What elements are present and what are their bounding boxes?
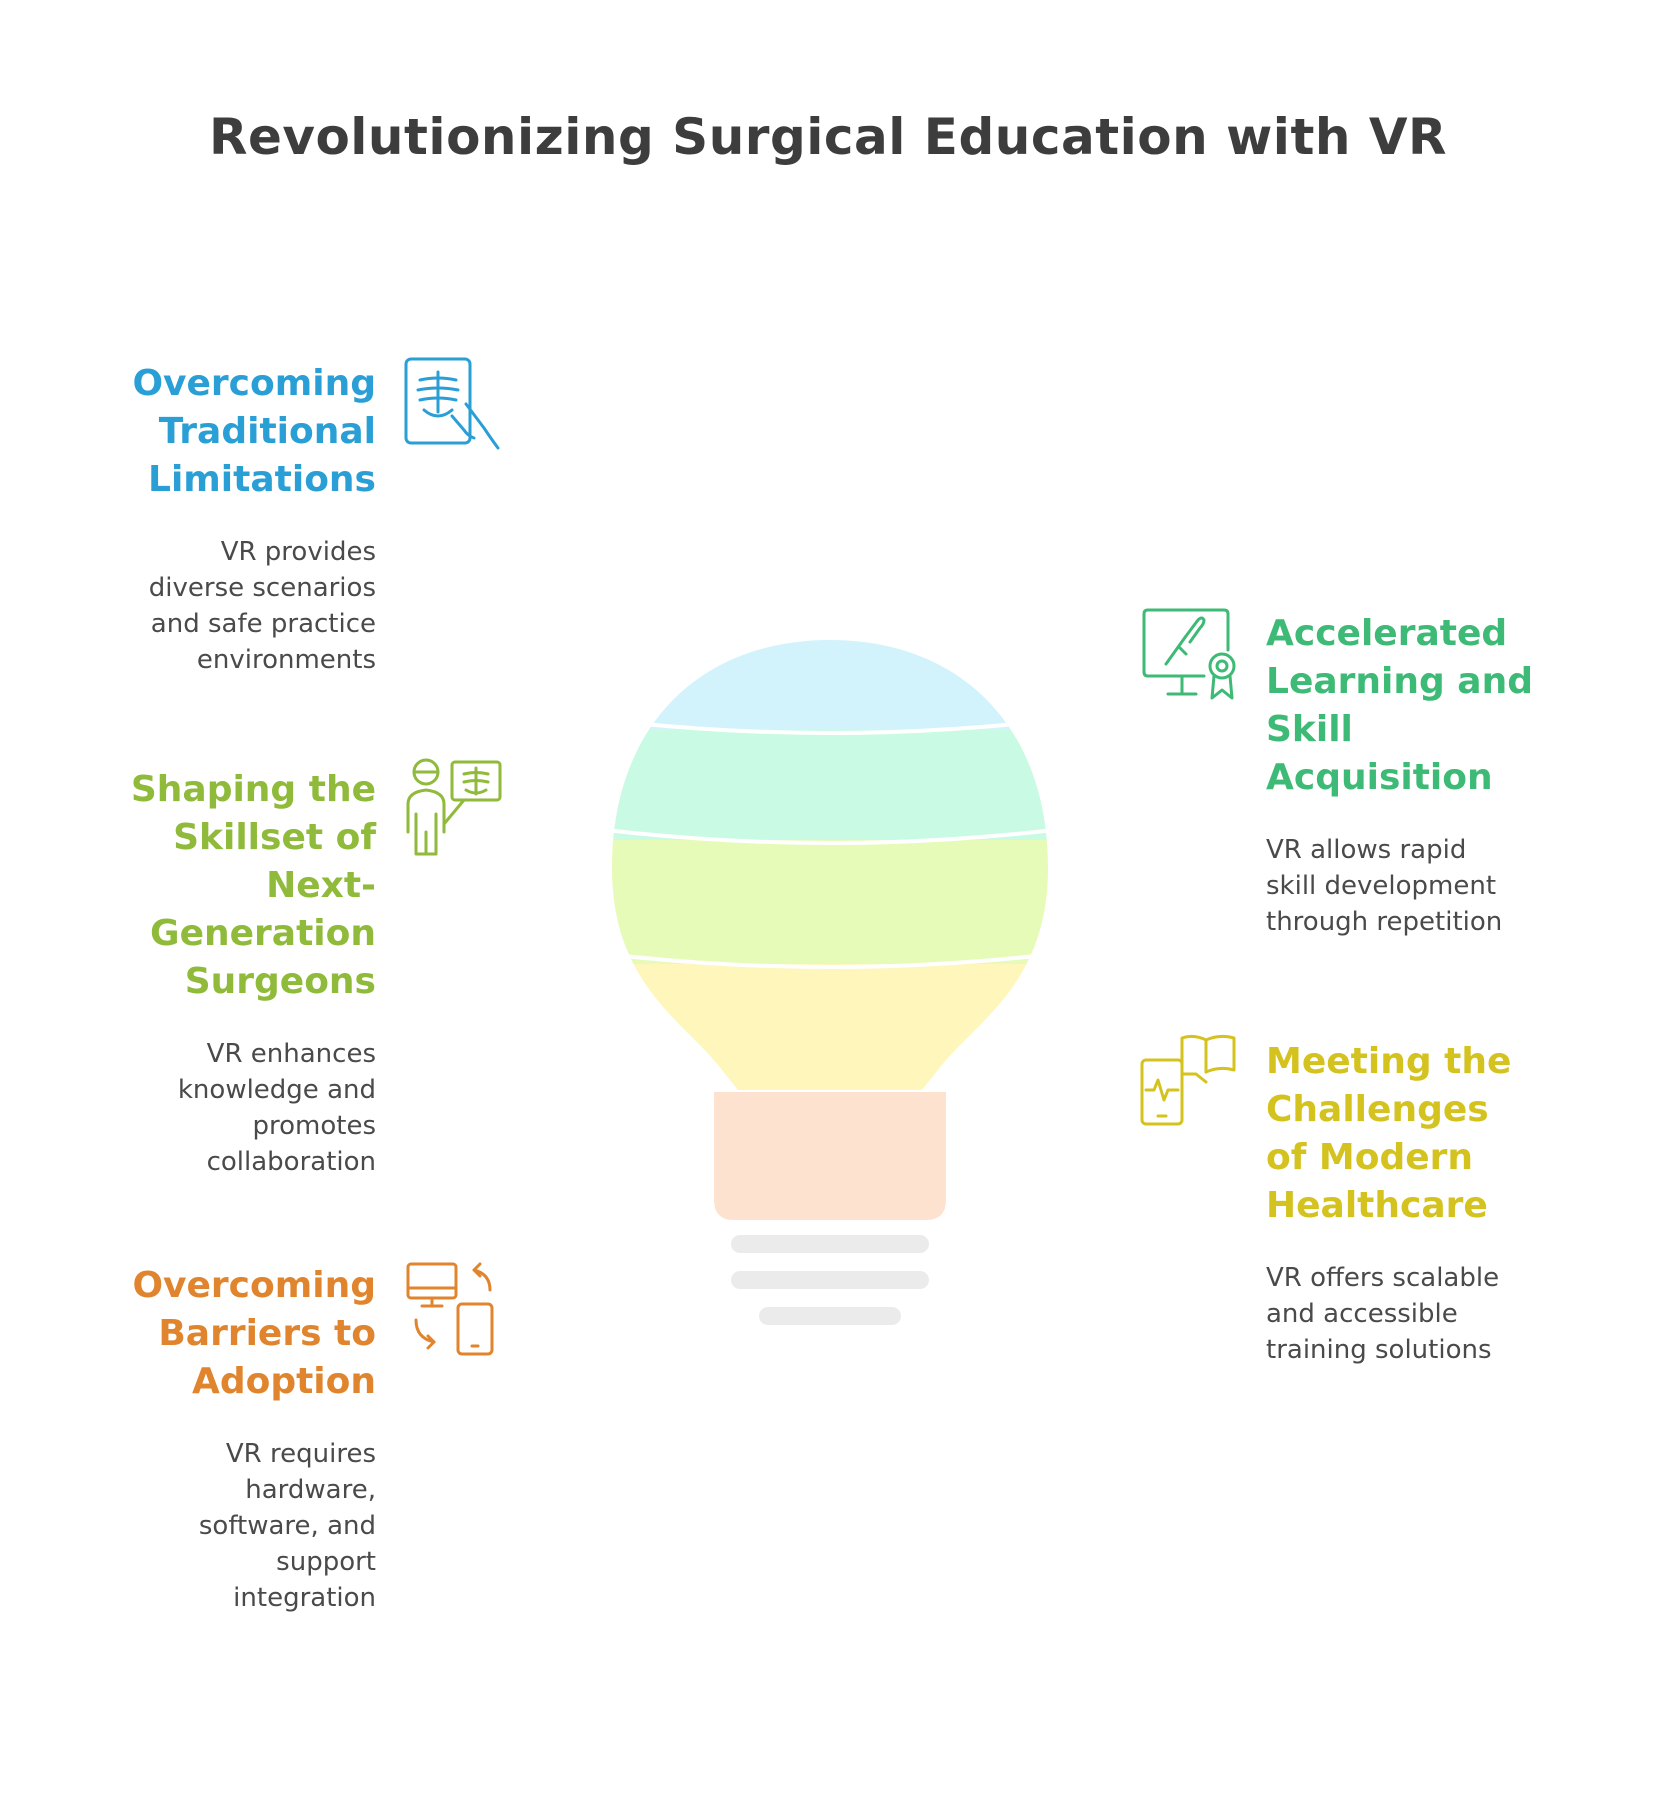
desc-line: and accessible bbox=[1266, 1299, 1458, 1329]
bulb-base bbox=[714, 1092, 946, 1220]
lightbulb-diagram bbox=[612, 640, 1048, 1325]
title-line: Accelerated bbox=[1266, 613, 1508, 654]
title-line: Barriers to bbox=[158, 1313, 376, 1354]
desc-line: integration bbox=[233, 1583, 376, 1613]
desc-line: VR enhances bbox=[206, 1039, 376, 1069]
block-description: VR allows rapid skill development throug… bbox=[1266, 832, 1533, 940]
bulb-band-1 bbox=[612, 640, 1048, 730]
desc-line: VR requires bbox=[225, 1439, 376, 1469]
xray-tablet-icon bbox=[404, 357, 500, 450]
desc-line: training solutions bbox=[1266, 1335, 1492, 1365]
block-description: VR enhances knowledge and promotes colla… bbox=[131, 1036, 376, 1180]
block-overcoming-barriers: Overcoming Barriers to Adoption VR requi… bbox=[132, 1262, 376, 1616]
desc-line: support bbox=[276, 1547, 376, 1577]
desc-line: hardware, bbox=[245, 1475, 376, 1505]
title-line: Surgeons bbox=[184, 961, 376, 1002]
title-line: Traditional bbox=[158, 411, 376, 452]
desc-line: collaboration bbox=[206, 1147, 376, 1177]
phone-book-icon bbox=[1140, 1034, 1236, 1126]
desc-line: VR allows rapid bbox=[1266, 835, 1467, 865]
block-title: Overcoming Barriers to Adoption bbox=[132, 1262, 376, 1406]
block-shaping-skillset: Shaping the Skillset of Next- Generation… bbox=[131, 766, 376, 1180]
title-line: Acquisition bbox=[1266, 757, 1493, 798]
surgeon-xray-board-icon bbox=[406, 758, 502, 856]
title-line: Adoption bbox=[191, 1361, 376, 1402]
title-line: Next- bbox=[266, 865, 376, 906]
desc-line: knowledge and bbox=[177, 1075, 376, 1105]
bulb-band-2 bbox=[612, 730, 1048, 840]
block-title: Shaping the Skillset of Next- Generation… bbox=[131, 766, 376, 1006]
block-title: Accelerated Learning and Skill Acquisiti… bbox=[1266, 610, 1533, 802]
block-description: VR offers scalable and accessible traini… bbox=[1266, 1260, 1511, 1368]
title-line: Shaping the bbox=[130, 769, 376, 810]
title-line: of Modern bbox=[1266, 1137, 1474, 1178]
block-description: VR requires hardware, software, and supp… bbox=[132, 1436, 376, 1616]
monitor-certificate-icon bbox=[1142, 608, 1236, 700]
block-meeting-challenges: Meeting the Challenges of Modern Healthc… bbox=[1266, 1038, 1511, 1368]
page-title: Revolutionizing Surgical Education with … bbox=[208, 108, 1448, 166]
desc-line: VR provides bbox=[220, 537, 376, 567]
block-title: Meeting the Challenges of Modern Healthc… bbox=[1266, 1038, 1511, 1230]
block-title: Overcoming Traditional Limitations bbox=[132, 360, 376, 504]
desc-line: VR offers scalable bbox=[1266, 1263, 1500, 1293]
desc-line: environments bbox=[196, 645, 376, 675]
desc-line: and safe practice bbox=[150, 609, 376, 639]
title-line: Limitations bbox=[148, 459, 376, 500]
bulb-band-3 bbox=[612, 840, 1048, 964]
title-line: Skillset of bbox=[173, 817, 376, 858]
desc-line: through repetition bbox=[1266, 907, 1503, 937]
title-line: Overcoming bbox=[132, 1265, 376, 1306]
title-line: Challenges bbox=[1266, 1089, 1489, 1130]
block-accelerated-learning: Accelerated Learning and Skill Acquisiti… bbox=[1266, 610, 1533, 940]
desc-line: diverse scenarios bbox=[148, 573, 376, 603]
title-line: Skill bbox=[1266, 709, 1353, 750]
desc-line: skill development bbox=[1266, 871, 1497, 901]
title-line: Overcoming bbox=[132, 363, 376, 404]
desc-line: software, and bbox=[198, 1511, 376, 1541]
desc-line: promotes bbox=[252, 1111, 377, 1141]
title-line: Learning and bbox=[1266, 661, 1533, 702]
devices-sync-icon bbox=[406, 1262, 494, 1356]
title-line: Healthcare bbox=[1266, 1185, 1488, 1226]
bulb-band-4 bbox=[612, 964, 1048, 1090]
title-line: Generation bbox=[150, 913, 376, 954]
block-overcoming-limitations: Overcoming Traditional Limitations VR pr… bbox=[132, 360, 376, 678]
block-description: VR provides diverse scenarios and safe p… bbox=[132, 534, 376, 678]
title-line: Meeting the bbox=[1266, 1041, 1512, 1082]
